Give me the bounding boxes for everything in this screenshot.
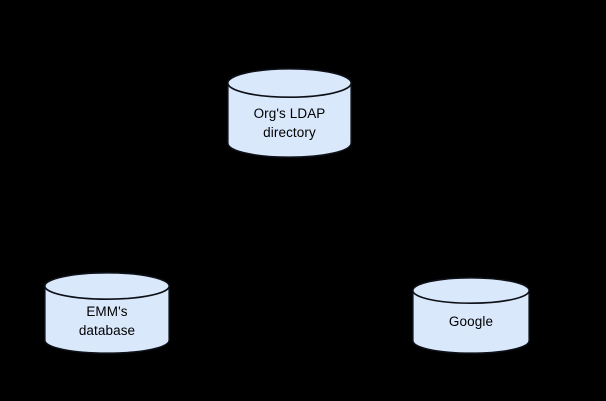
cylinder-shape-google xyxy=(411,277,531,354)
cylinder-shape-ldap xyxy=(226,68,353,158)
node-google[interactable]: Google xyxy=(411,277,531,354)
node-ldap-directory[interactable]: Org's LDAP directory xyxy=(226,68,353,158)
node-emm-database[interactable]: EMM's database xyxy=(43,272,171,354)
cylinder-shape-emm xyxy=(43,272,171,354)
